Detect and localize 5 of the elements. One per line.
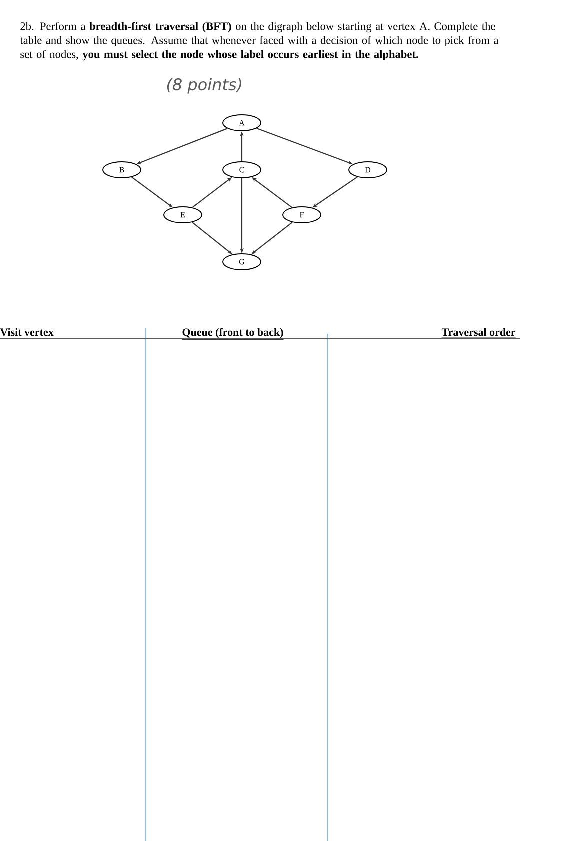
column-header: Queue (front to back) [182,328,284,340]
handwritten-note: (8 points) [167,78,242,94]
column-header: Traversal order [442,328,516,338]
instruction-paragraph: 2b. Perform a breadth-first traversal (BFT) on the digraph below starting at vertex A. Complete the table and show the queues. Assume that whenever faced with a decision of which node to pick from a set of nodes, you must select the node whose label occurs earliest in the alphabet. [20,22,499,61]
column-header: Visit vertex [0,328,54,336]
